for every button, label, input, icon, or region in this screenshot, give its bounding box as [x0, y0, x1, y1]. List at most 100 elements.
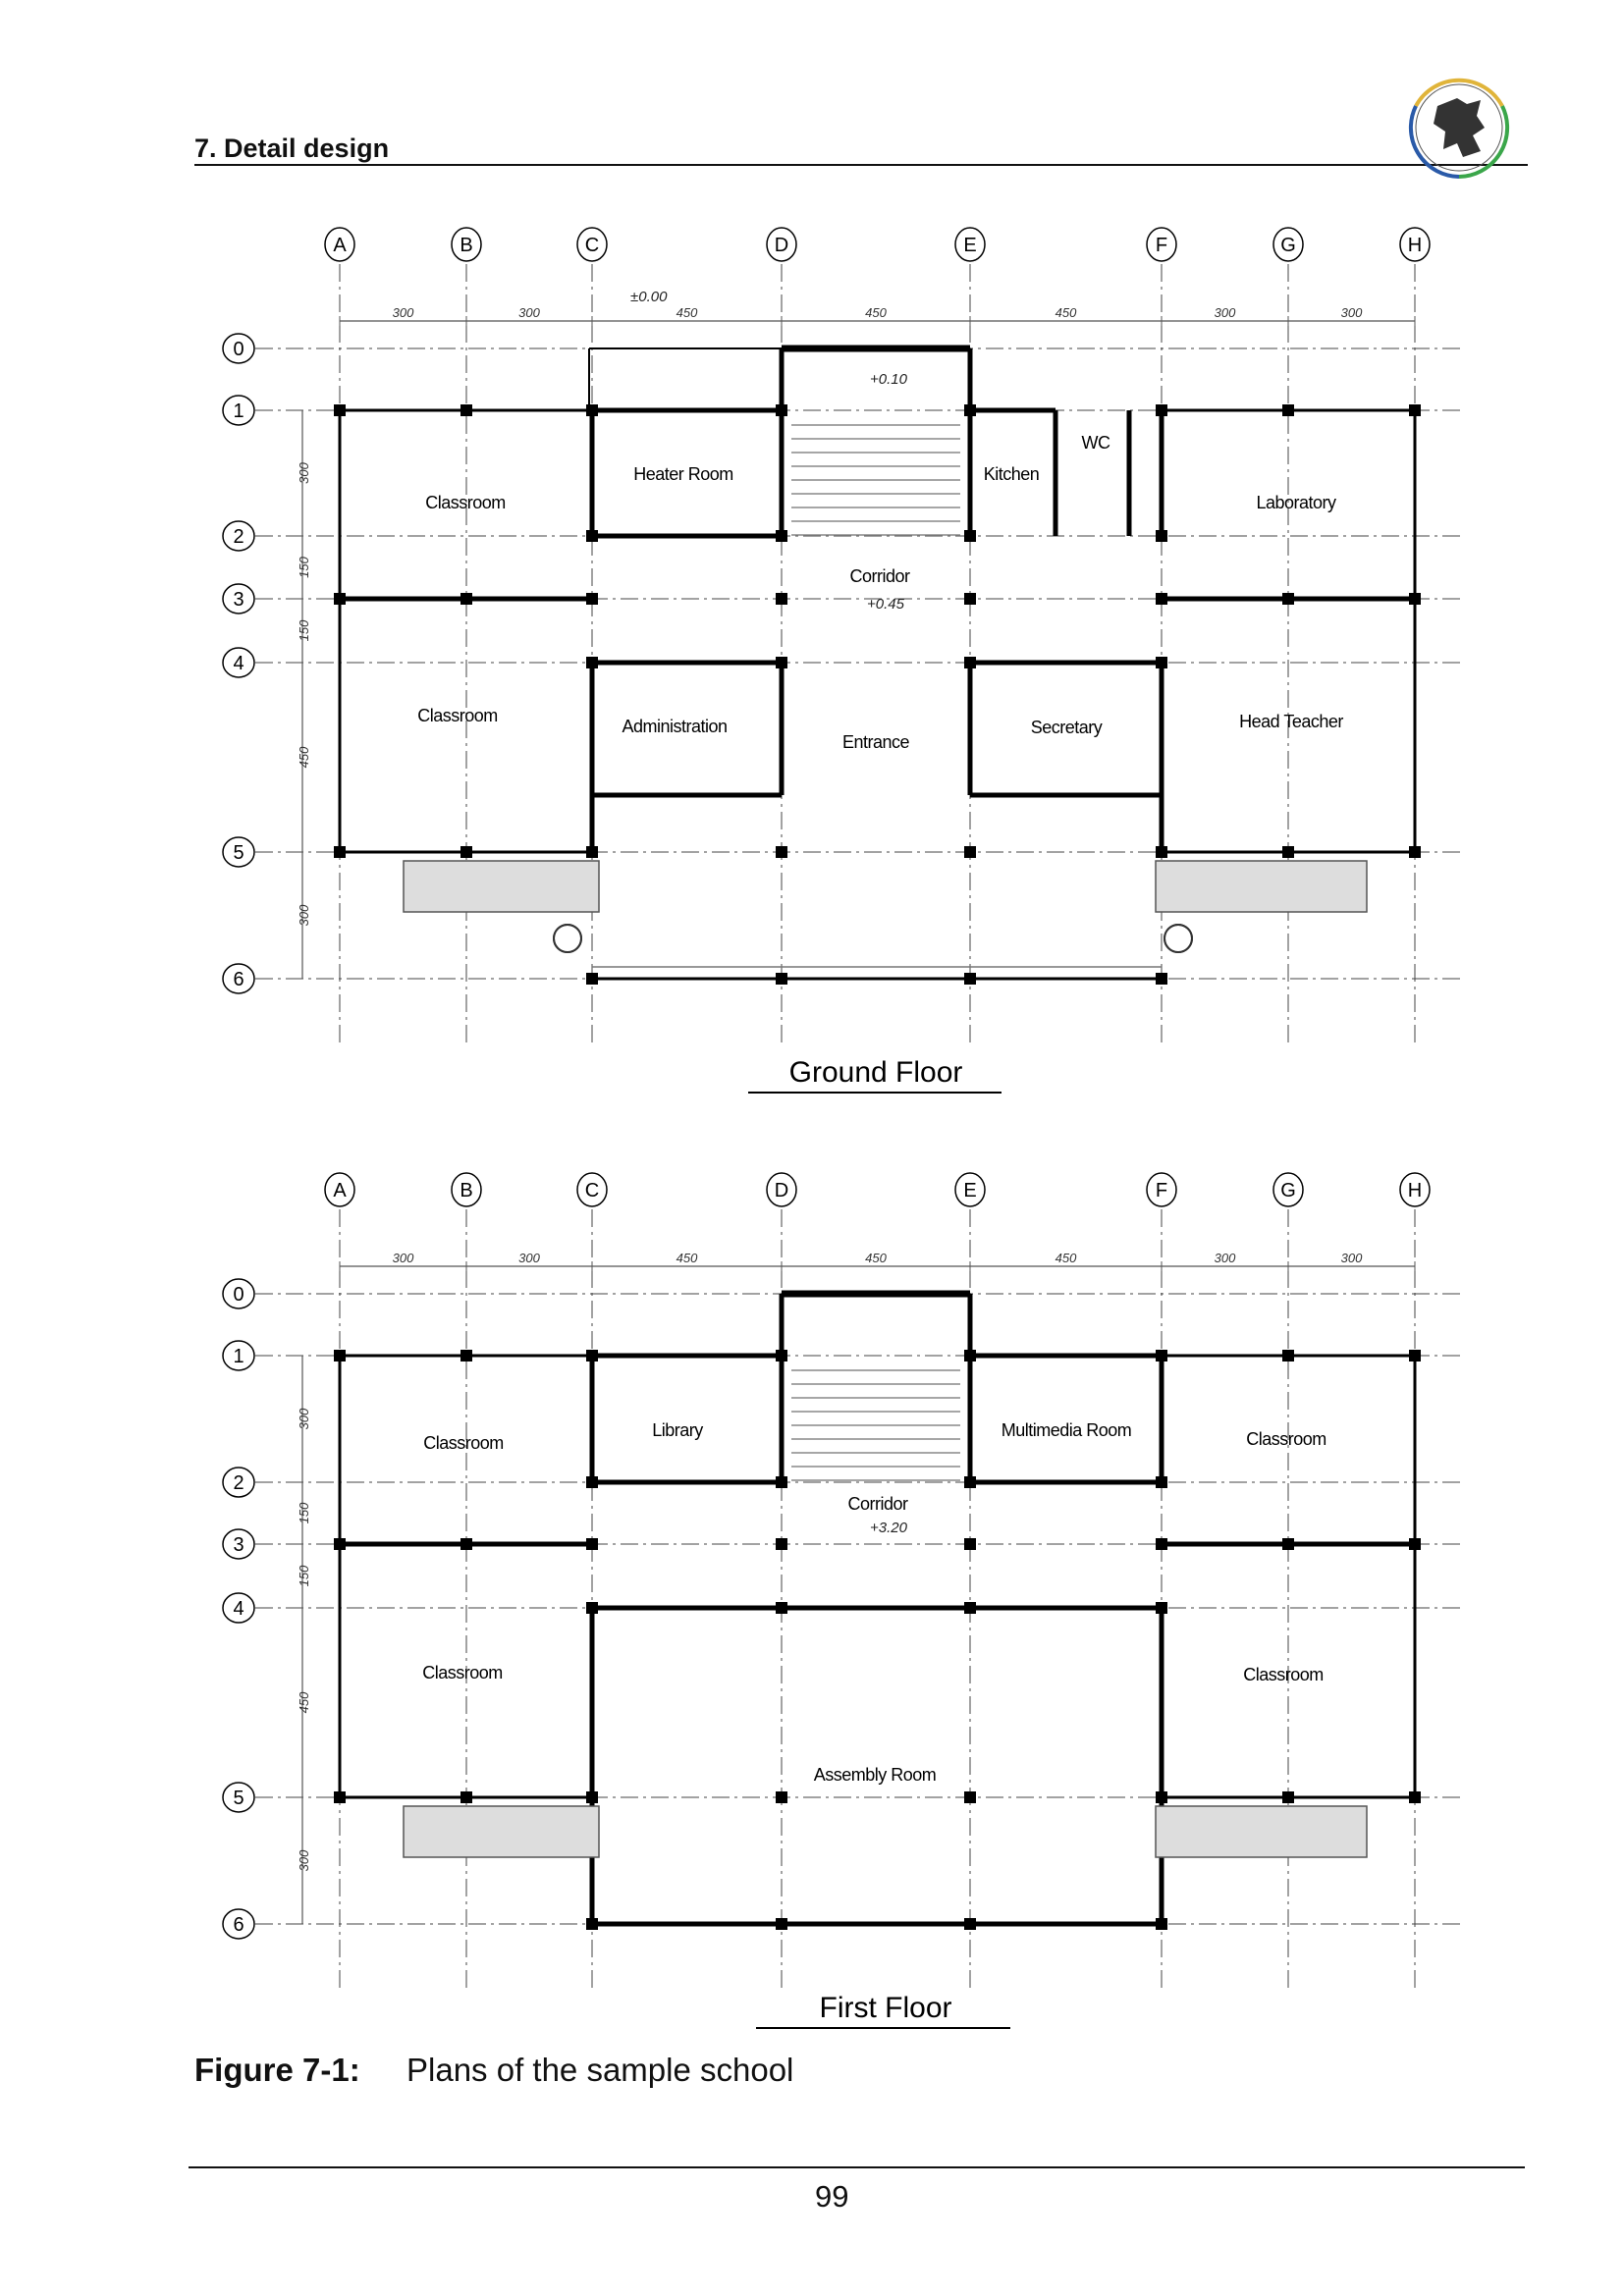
section-title: 7. Detail design — [194, 133, 390, 163]
hatched-steps — [1155, 1805, 1368, 1858]
column — [1156, 657, 1167, 668]
grid-bubble-label: B — [460, 235, 472, 256]
dimension-label: 450 — [677, 305, 698, 320]
grid-bubble — [766, 1172, 797, 1207]
column — [964, 846, 976, 858]
grid-bubble-label: 3 — [233, 1534, 244, 1556]
dimension-label: 300 — [1215, 1251, 1236, 1265]
grid-bubble-label: A — [333, 1180, 347, 1201]
grid-bubble — [222, 836, 255, 868]
grid-bubble-label: F — [1156, 235, 1167, 256]
grid-bubble — [1399, 1172, 1431, 1207]
grid-bubble-label: G — [1280, 1180, 1296, 1201]
column — [586, 657, 598, 668]
dimension-label: 450 — [297, 746, 311, 768]
column — [334, 1791, 346, 1803]
column — [586, 593, 598, 605]
grid-bubble-label: 4 — [233, 1598, 244, 1620]
column — [460, 1791, 472, 1803]
column — [1282, 404, 1294, 416]
room-label: Heater Room — [633, 464, 733, 484]
dimension-label: 300 — [393, 1251, 414, 1265]
elevation-mark: +0.45 — [867, 596, 905, 613]
grid-bubble-label: A — [333, 235, 347, 256]
column — [1156, 1476, 1167, 1488]
column — [460, 1538, 472, 1550]
grid-bubble — [222, 963, 255, 994]
dimension-label: 300 — [297, 461, 311, 483]
column — [776, 1602, 787, 1614]
dimension-label: 300 — [1215, 305, 1236, 320]
elevation-mark: +3.20 — [870, 1520, 908, 1536]
page-number: 99 — [815, 2179, 849, 2214]
dimension-label: 450 — [1056, 305, 1077, 320]
university-seal-logo — [1408, 78, 1510, 179]
dimension-label: 450 — [865, 1251, 887, 1265]
column — [964, 1538, 976, 1550]
room-label: Classroom — [417, 706, 498, 725]
grid-bubble-label: 3 — [233, 589, 244, 611]
grid-bubble — [1399, 227, 1431, 262]
grid-bubble-label: D — [775, 1180, 788, 1201]
room-label: Administration — [622, 717, 727, 736]
column — [1282, 1538, 1294, 1550]
grid-bubble — [222, 1592, 255, 1624]
grid-bubble — [451, 1172, 482, 1207]
grid-bubble-label: 1 — [233, 400, 244, 422]
grid-bubble — [576, 227, 608, 262]
grid-bubble — [1272, 227, 1304, 262]
column — [334, 404, 346, 416]
room-label: Entrance — [842, 732, 910, 752]
grid-bubble — [576, 1172, 608, 1207]
column — [776, 1791, 787, 1803]
dimension-label: 300 — [1341, 305, 1363, 320]
grid-bubble-label: D — [775, 235, 788, 256]
grid-bubble — [222, 1528, 255, 1560]
grid-bubble — [222, 1467, 255, 1498]
grid-bubble — [324, 227, 355, 262]
dimension-label: 150 — [297, 1502, 311, 1523]
grid-bubble — [222, 1340, 255, 1371]
column — [586, 1791, 598, 1803]
column — [776, 846, 787, 858]
grid-bubble-label: G — [1280, 235, 1296, 256]
room-label: Assembly Room — [814, 1765, 937, 1785]
grid-bubble-label: 5 — [233, 842, 244, 864]
grid-bubble-label: H — [1408, 235, 1422, 256]
hatched-steps — [1155, 860, 1368, 913]
dimension-label: 300 — [297, 1849, 311, 1871]
grid-bubble — [1146, 227, 1177, 262]
dimension-label: 150 — [297, 556, 311, 577]
column — [460, 1350, 472, 1362]
room-label: Classroom — [423, 1433, 504, 1453]
grid-bubble — [324, 1172, 355, 1207]
column — [776, 593, 787, 605]
dimension-label: 450 — [865, 305, 887, 320]
room-label: Library — [652, 1420, 703, 1440]
dimension-label: 300 — [297, 904, 311, 926]
grid-bubble — [451, 227, 482, 262]
column — [1409, 846, 1421, 858]
column — [964, 1350, 976, 1362]
grid-bubble-label: 6 — [233, 1914, 244, 1936]
room-label: WC — [1082, 433, 1110, 453]
tree-symbol — [1164, 924, 1193, 953]
column — [1282, 593, 1294, 605]
grid-bubble — [222, 520, 255, 552]
grid-bubble-label: C — [585, 235, 599, 256]
dimension-label: 450 — [1056, 1251, 1077, 1265]
column — [1156, 593, 1167, 605]
column — [964, 1602, 976, 1614]
footer-rule — [189, 2166, 1525, 2168]
figure-caption: Plans of the sample school — [406, 2052, 794, 2088]
column — [586, 973, 598, 985]
plan-title: Ground Floor — [789, 1056, 963, 1089]
column — [964, 404, 976, 416]
column — [1409, 404, 1421, 416]
figure-number: Figure 7-1: — [194, 2052, 360, 2088]
grid-bubble — [222, 1782, 255, 1813]
column — [1156, 1602, 1167, 1614]
column — [1156, 1538, 1167, 1550]
column — [1156, 404, 1167, 416]
column — [586, 1918, 598, 1930]
